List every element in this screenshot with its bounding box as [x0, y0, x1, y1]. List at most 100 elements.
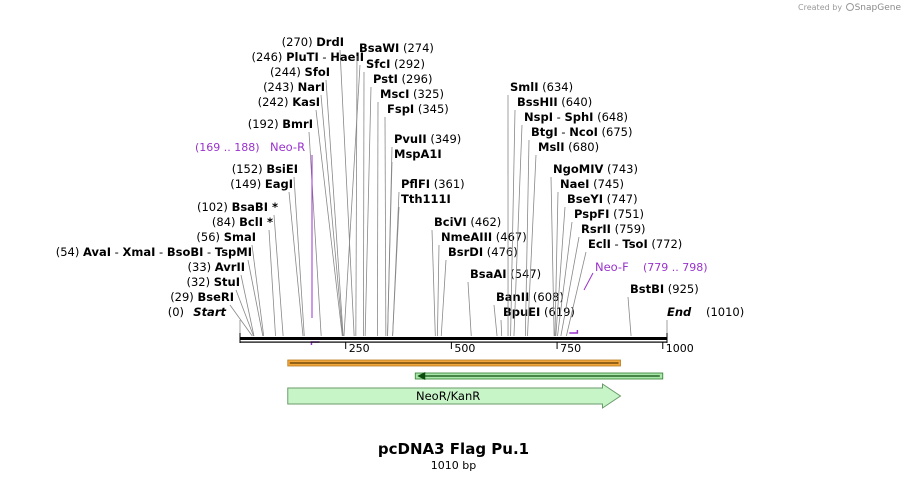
enzyme-left-label-6: (152) BsiEI	[232, 162, 298, 176]
enzyme-separator: -	[553, 110, 564, 124]
enzyme-right-leader-16	[510, 109, 516, 337]
backbone-top	[240, 337, 667, 340]
enzyme-left-leader-14	[229, 304, 253, 337]
enzyme-position: (640)	[558, 95, 593, 109]
enzyme-right-leader-20	[550, 176, 555, 337]
enzyme-right-label-3: MscI (325)	[380, 87, 444, 101]
enzyme-name: StuI	[214, 275, 240, 289]
enzyme-right-leader-22	[555, 206, 566, 337]
enzyme-right-leader-25	[565, 251, 587, 337]
enzyme-name: BsiEI	[266, 162, 298, 176]
enzyme-position: (54)	[56, 245, 83, 259]
enzyme-name: PspFI	[574, 207, 609, 221]
enzyme-name: SmlI	[510, 80, 539, 94]
enzyme-right-label-19: MslI (680)	[538, 140, 599, 154]
enzyme-right-label-26: BstBI (925)	[630, 282, 699, 296]
enzyme-position: (680)	[565, 140, 600, 154]
enzyme-name: MslI	[538, 140, 565, 154]
enzyme-name: NcoI	[569, 125, 598, 139]
enzyme-name: PluTI	[286, 50, 319, 64]
enzyme-position: (243)	[263, 80, 298, 94]
enzyme-name: BsaBI *	[232, 200, 278, 214]
credit-line: Created by SnapGene	[798, 3, 901, 13]
enzyme-name: SphI	[564, 110, 593, 124]
enzyme-right-leader-17	[513, 124, 523, 337]
enzyme-name: XmaI	[122, 245, 155, 259]
enzyme-right-label-1: SfcI (292)	[366, 57, 425, 71]
enzyme-left-label-4: (242) KasI	[258, 95, 320, 109]
enzyme-right-label-20: NgoMIV (743)	[553, 162, 638, 176]
enzyme-right-leader-11	[440, 259, 447, 337]
enzyme-position: (925)	[664, 282, 699, 296]
enzyme-position: (325)	[409, 87, 444, 101]
enzyme-right-leader-9	[431, 229, 436, 337]
enzyme-name: BssHII	[517, 95, 558, 109]
enzyme-position: (751)	[609, 207, 644, 221]
enzyme-left-leader-12	[240, 274, 255, 337]
enzyme-position: (349)	[427, 132, 462, 146]
primer-neo-f-mark	[569, 330, 579, 334]
ruler-label-2: 750	[560, 342, 581, 355]
feature-green-arrowhead	[417, 372, 426, 380]
enzyme-left-label-8: (102) BsaBI *	[197, 200, 278, 214]
enzyme-name: SfoI	[305, 65, 330, 79]
enzyme-name: SfcI	[366, 57, 390, 71]
enzyme-position: (759)	[611, 222, 646, 236]
enzyme-separator: -	[611, 237, 622, 251]
enzyme-right-leader-19	[527, 154, 537, 337]
enzyme-position: (33)	[188, 260, 215, 274]
enzyme-left-leader-1	[343, 64, 361, 337]
enzyme-position: (152)	[232, 162, 267, 176]
enzyme-position: (149)	[230, 177, 265, 191]
enzyme-name: AvrII	[215, 260, 245, 274]
enzyme-name: KasI	[292, 95, 320, 109]
enzyme-left-label-1: (246) PluTI - HaeII	[252, 50, 365, 64]
enzyme-position: (56)	[196, 230, 223, 244]
enzyme-left-label-0: (270) DrdI	[282, 35, 344, 49]
enzyme-separator: -	[203, 245, 214, 259]
enzyme-right-leader-26	[627, 296, 632, 337]
snapgene-logo-icon	[845, 3, 854, 11]
enzyme-position: (747)	[603, 192, 638, 206]
enzyme-left-leader-7	[288, 191, 304, 337]
enzyme-name: NmeAIII	[441, 230, 492, 244]
enzyme-right-leader-6	[387, 161, 393, 337]
primer-neo-r-name: Neo-R	[270, 140, 305, 154]
enzyme-right-leader-23	[557, 221, 573, 337]
enzyme-left-leader-8	[273, 214, 284, 337]
enzyme-name: DrdI	[316, 35, 344, 49]
enzyme-left-leader-0	[339, 49, 355, 337]
enzyme-right-label-8: Tth111I	[401, 192, 451, 206]
enzyme-name: AvaI	[83, 245, 111, 259]
enzyme-position: (675)	[598, 125, 633, 139]
enzyme-left-leader-2	[325, 79, 344, 337]
enzyme-separator: -	[111, 245, 122, 259]
enzyme-right-label-22: BseYI (747)	[567, 192, 638, 206]
enzyme-name: BanII	[496, 290, 529, 304]
enzyme-position: (547)	[507, 267, 542, 281]
enzyme-right-label-18: BtgI - NcoI (675)	[531, 125, 632, 139]
enzyme-right-label-16: BssHII (640)	[517, 95, 592, 109]
enzyme-left-leader-3	[320, 94, 344, 337]
enzyme-right-leader-21	[554, 191, 559, 337]
end-label: End	[667, 305, 692, 319]
enzyme-left-label-10: (56) SmaI	[196, 230, 256, 244]
enzyme-position: (462)	[467, 215, 502, 229]
enzyme-name: BclI *	[239, 215, 273, 229]
enzyme-name: HaeII	[330, 50, 364, 64]
enzyme-right-label-23: PspFI (751)	[574, 207, 644, 221]
enzyme-right-leader-4	[384, 116, 387, 337]
enzyme-name: NaeI	[560, 177, 589, 191]
sequence-length: 1010 bp	[430, 459, 477, 472]
enzyme-position: (361)	[430, 177, 465, 191]
enzyme-position: (345)	[414, 102, 449, 116]
enzyme-left-leader-13	[235, 289, 254, 337]
enzyme-right-label-0: BsaWI (274)	[359, 41, 434, 55]
enzyme-name: BseYI	[567, 192, 603, 206]
enzyme-left-label-11: (54) AvaI - XmaI - BsoBI - TspMI	[56, 245, 252, 259]
enzyme-name: BtgI	[531, 125, 558, 139]
enzyme-right-leader-1	[363, 71, 365, 337]
enzyme-left-label-12: (33) AvrII	[188, 260, 245, 274]
enzyme-left-leader-11	[247, 259, 264, 337]
